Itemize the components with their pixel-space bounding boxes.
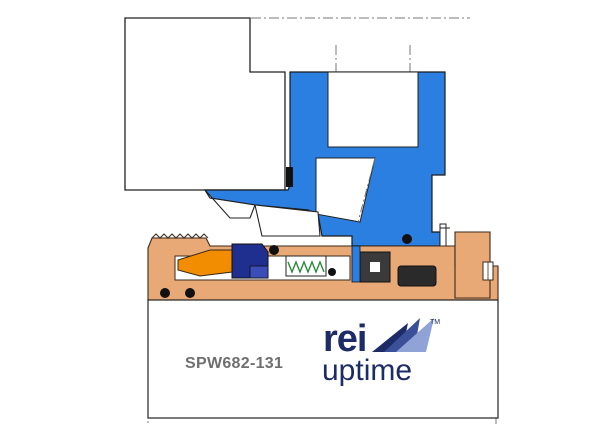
part-number: SPW682-131	[185, 355, 284, 372]
gland-bore	[327, 71, 419, 148]
gland-lip	[254, 204, 321, 237]
o-ring-5	[328, 268, 336, 276]
o-ring-2	[185, 288, 195, 298]
flush-port	[315, 157, 376, 223]
elastomer-block	[397, 265, 437, 287]
drive-collar	[454, 231, 491, 299]
o-ring-1	[160, 288, 170, 298]
gland-retainer	[439, 223, 447, 247]
sleeve-threads	[151, 233, 209, 239]
logo-trademark: TM	[430, 319, 441, 326]
clip	[351, 245, 361, 283]
logo-brand-uptime: uptime	[322, 354, 413, 387]
o-ring-3	[269, 245, 279, 255]
stuffing-box-housing	[124, 17, 286, 191]
logo-brand-rei: rei	[323, 318, 367, 360]
o-ring-4	[402, 234, 412, 244]
gland-gasket	[286, 167, 293, 187]
spring	[287, 260, 325, 274]
logo-wings	[372, 318, 434, 352]
neck-bushing	[204, 189, 256, 219]
shaft	[147, 299, 499, 419]
